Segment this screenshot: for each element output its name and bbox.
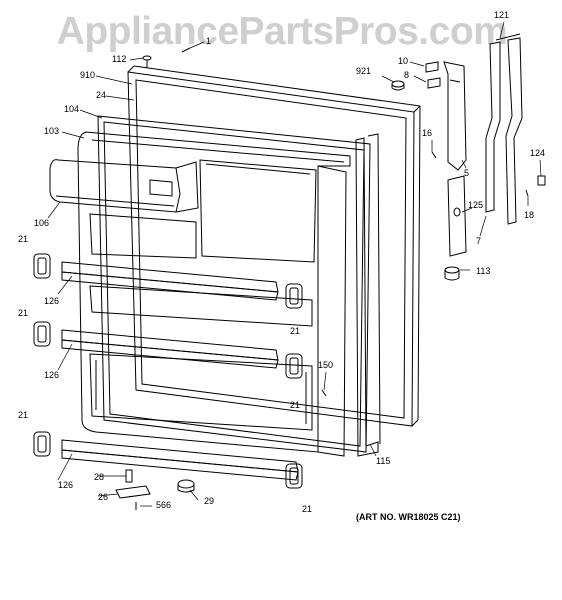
callout-126-upper: 126 [44, 296, 59, 306]
dairy-compartment-door [49, 159, 199, 213]
hinge-plug-921 [391, 80, 405, 91]
callout-106: 106 [34, 218, 49, 228]
inner-door-liner [77, 131, 351, 457]
callout-113: 113 [476, 266, 490, 276]
callout-1: 1 [206, 36, 211, 46]
foot-29 [177, 479, 195, 493]
pin-28 [125, 469, 133, 483]
callout-7: 7 [476, 236, 481, 246]
handle-mount-bracket [447, 175, 467, 257]
callout-5: 5 [464, 168, 469, 178]
door-trim-strip [355, 133, 381, 457]
callout-104: 104 [64, 104, 79, 114]
callout-26: 26 [98, 492, 108, 502]
outer-door-panel [127, 65, 421, 427]
shelf-end-cap-right-2 [285, 353, 303, 379]
callout-910: 910 [80, 70, 95, 80]
callout-21-left-2: 21 [18, 308, 28, 318]
callout-24: 24 [96, 90, 106, 100]
callout-10: 10 [398, 56, 408, 66]
callout-566: 566 [156, 500, 171, 510]
callout-115: 115 [376, 456, 390, 466]
callout-103: 103 [44, 126, 59, 136]
callout-21-left-3: 21 [18, 410, 28, 420]
callout-16: 16 [422, 128, 432, 138]
screw-1 [181, 47, 191, 53]
screw-18 [525, 189, 529, 197]
callout-21-left-1: 21 [18, 234, 28, 244]
handle-rail-rear [495, 33, 523, 225]
callout-126-lower: 126 [58, 480, 73, 490]
callout-21-right-3: 21 [302, 504, 312, 514]
callout-124: 124 [530, 148, 545, 158]
callout-112: 112 [112, 54, 126, 64]
shelf-end-cap-left-2 [33, 321, 51, 347]
leader-lines [47, 21, 542, 507]
door-shelf-bar-middle [61, 329, 279, 369]
callout-21-right-2: 21 [290, 400, 300, 410]
door-gasket [97, 115, 371, 453]
callout-labels: 1 112 910 24 104 103 106 21 21 21 21 21 … [18, 10, 545, 522]
shelf-end-cap-left-3 [33, 431, 51, 457]
callout-126-middle: 126 [44, 370, 59, 380]
stop-124 [537, 175, 546, 186]
hinge-bracket [443, 61, 467, 171]
plate-26 [115, 485, 151, 499]
shelf-end-cap-right-3 [285, 463, 303, 489]
callout-21-right-1: 21 [290, 326, 300, 336]
callout-121: 121 [494, 10, 509, 20]
callout-921: 921 [356, 66, 371, 76]
callout-8: 8 [404, 70, 409, 80]
screw-150 [321, 389, 327, 397]
door-shelf-bar-upper [61, 261, 279, 301]
screw-112 [142, 55, 152, 68]
art-number-note: (ART NO. WR18025 C21) [356, 512, 461, 522]
shelf-end-cap-left-1 [33, 253, 51, 279]
handle-rail-front [485, 41, 501, 213]
callout-125: 125 [468, 200, 483, 210]
callout-29: 29 [204, 496, 214, 506]
hinge-cap [425, 61, 441, 89]
callout-18: 18 [524, 210, 534, 220]
hinge-pin-113 [444, 266, 460, 281]
screw-16 [431, 151, 437, 159]
callout-150: 150 [318, 360, 333, 370]
shelf-end-cap-right-1 [285, 283, 303, 309]
callout-28: 28 [94, 472, 104, 482]
